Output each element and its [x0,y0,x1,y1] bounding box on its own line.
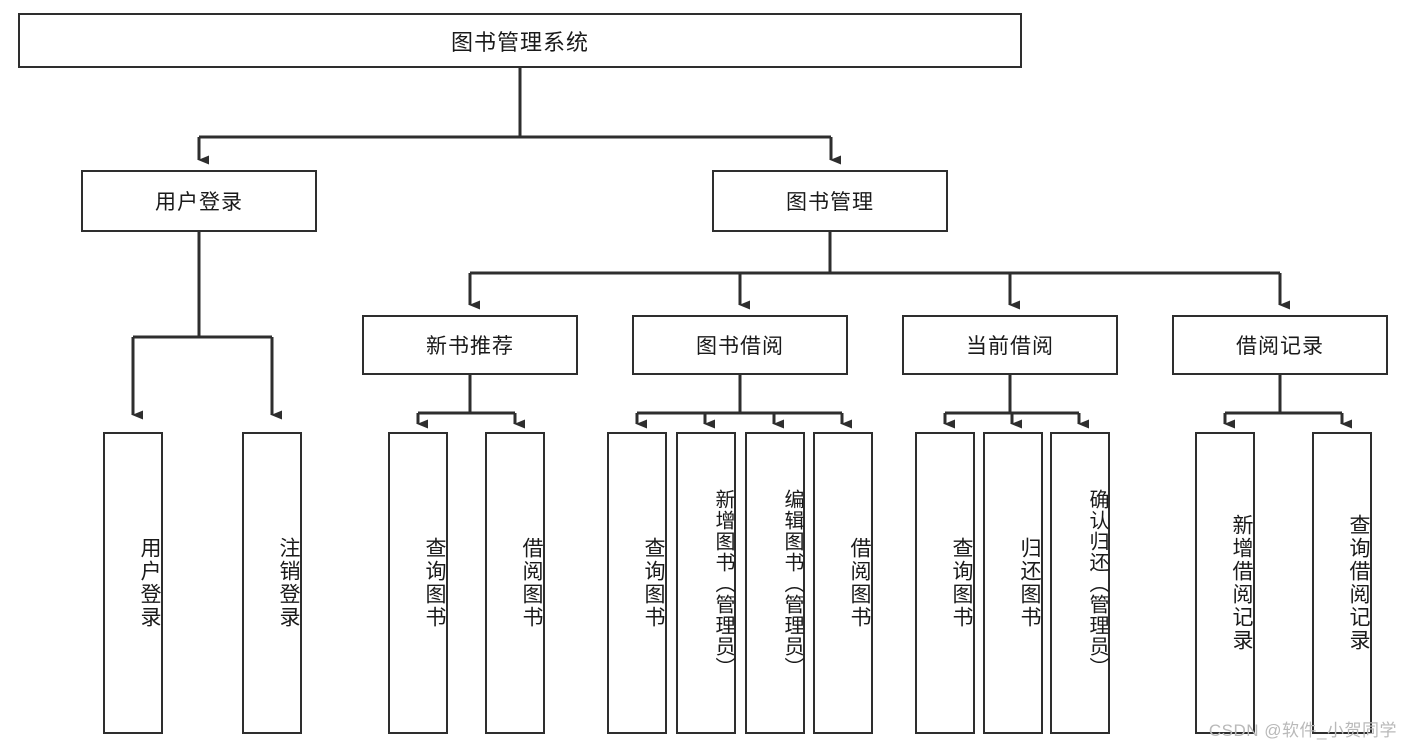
watermark: CSDN @软件_小贺同学 [1208,721,1397,740]
leaf-label: 新增图书（管理员） [712,488,734,678]
node-root-label: 图书管理系统 [450,29,589,55]
leaf-borrow-record-add[interactable]: 新增借阅记录 [1195,432,1255,734]
node-book-management[interactable]: 图书管理 [712,170,948,232]
node-user-login-label: 用户登录 [155,191,243,214]
leaf-current-borrow-query[interactable]: 查询图书 [915,432,975,734]
leaf-label: 查询借阅记录 [1347,514,1370,652]
leaf-label: 借阅图书 [520,537,543,629]
leaf-label: 编辑图书（管理员） [781,488,803,678]
node-book-borrow[interactable]: 图书借阅 [632,315,848,375]
leaf-book-borrow-query[interactable]: 查询图书 [607,432,667,734]
node-new-book-recommend[interactable]: 新书推荐 [362,315,578,375]
leaf-user-login-logout[interactable]: 注销登录 [242,432,302,734]
leaf-label: 查询图书 [423,537,446,629]
leaf-label: 新增借阅记录 [1230,514,1253,652]
node-borrow-record[interactable]: 借阅记录 [1172,315,1388,375]
node-new-book-recommend-label: 新书推荐 [426,335,514,358]
leaf-borrow-record-query[interactable]: 查询借阅记录 [1312,432,1372,734]
leaf-label: 查询图书 [642,537,665,629]
leaf-new-book-query[interactable]: 查询图书 [388,432,448,734]
node-borrow-record-label: 借阅记录 [1236,335,1324,358]
leaf-book-borrow-borrow[interactable]: 借阅图书 [813,432,873,734]
node-book-management-label: 图书管理 [786,191,874,214]
leaf-new-book-borrow[interactable]: 借阅图书 [485,432,545,734]
node-book-borrow-label: 图书借阅 [696,335,784,358]
leaf-label: 归还图书 [1018,537,1041,629]
leaf-label: 注销登录 [277,537,300,629]
leaf-book-borrow-add[interactable]: 新增图书（管理员） [676,432,736,734]
leaf-user-login-login[interactable]: 用户登录 [103,432,163,734]
leaf-current-borrow-confirm-return[interactable]: 确认归还（管理员） [1050,432,1110,734]
node-root[interactable]: 图书管理系统 [18,13,1022,68]
leaf-label: 确认归还（管理员） [1086,488,1108,678]
leaf-current-borrow-return[interactable]: 归还图书 [983,432,1043,734]
node-user-login[interactable]: 用户登录 [81,170,317,232]
leaf-label: 借阅图书 [848,537,871,629]
leaf-label: 查询图书 [950,537,973,629]
leaf-label: 用户登录 [138,537,161,629]
node-current-borrow[interactable]: 当前借阅 [902,315,1118,375]
leaf-book-borrow-edit[interactable]: 编辑图书（管理员） [745,432,805,734]
node-current-borrow-label: 当前借阅 [966,335,1054,358]
